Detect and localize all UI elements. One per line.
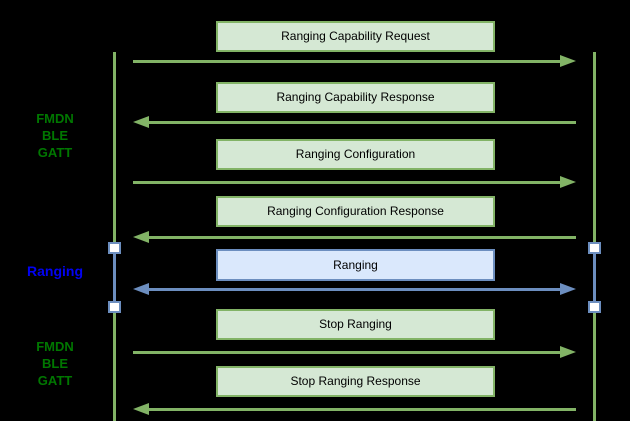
arrow-shaft bbox=[133, 351, 562, 354]
arrowhead-left bbox=[133, 403, 149, 415]
arrow-ranging-capability-response bbox=[133, 116, 576, 128]
message-box-stop-ranging-response: Stop Ranging Response bbox=[216, 366, 495, 397]
message-box-ranging-configuration: Ranging Configuration bbox=[216, 139, 495, 170]
arrow-ranging-bidirectional bbox=[133, 283, 576, 295]
arrow-ranging-capability-request bbox=[133, 55, 576, 67]
arrow-stop-ranging-response bbox=[133, 403, 576, 415]
activation-marker-right-bottom bbox=[588, 301, 601, 313]
protocol-label-line: GATT bbox=[37, 373, 73, 388]
message-box-ranging-configuration-response: Ranging Configuration Response bbox=[216, 196, 495, 227]
arrowhead-right bbox=[560, 346, 576, 358]
lifeline-right-gatt-top bbox=[593, 52, 596, 242]
protocol-label-fmdn-ble-gatt-bottom: FMDN BLE GATT bbox=[5, 338, 105, 389]
lifeline-left-gatt-bottom bbox=[113, 313, 116, 421]
arrow-stop-ranging bbox=[133, 346, 576, 358]
arrow-shaft bbox=[133, 181, 562, 184]
protocol-label-ranging: Ranging bbox=[5, 263, 105, 280]
arrow-ranging-configuration bbox=[133, 176, 576, 188]
lifeline-left-ranging bbox=[113, 254, 116, 301]
arrowhead-left bbox=[133, 231, 149, 243]
arrow-shaft bbox=[147, 236, 576, 239]
protocol-label-fmdn-ble-gatt-top: FMDN BLE GATT bbox=[5, 110, 105, 161]
arrow-shaft bbox=[147, 408, 576, 411]
arrowhead-left bbox=[133, 116, 149, 128]
protocol-label-line: Ranging bbox=[27, 263, 83, 279]
lifeline-right-gatt-bottom bbox=[593, 313, 596, 421]
arrow-ranging-configuration-response bbox=[133, 231, 576, 243]
arrowhead-right bbox=[560, 283, 576, 295]
lifeline-left-gatt-top bbox=[113, 52, 116, 242]
lifeline-right-ranging bbox=[593, 254, 596, 301]
arrow-shaft bbox=[147, 121, 576, 124]
arrowhead-right bbox=[560, 176, 576, 188]
activation-marker-right-top bbox=[588, 242, 601, 254]
message-box-ranging-capability-request: Ranging Capability Request bbox=[216, 21, 495, 52]
activation-marker-left-bottom bbox=[108, 301, 121, 313]
protocol-label-line: FMDN bbox=[36, 339, 74, 354]
protocol-label-line: GATT bbox=[37, 145, 73, 160]
arrowhead-left bbox=[133, 283, 149, 295]
message-box-ranging-capability-response: Ranging Capability Response bbox=[216, 82, 495, 113]
protocol-label-line: BLE bbox=[42, 356, 68, 371]
message-box-ranging: Ranging bbox=[216, 249, 495, 281]
protocol-label-line: FMDN bbox=[36, 111, 74, 126]
message-box-stop-ranging: Stop Ranging bbox=[216, 309, 495, 340]
activation-marker-left-top bbox=[108, 242, 121, 254]
arrow-shaft bbox=[147, 288, 562, 291]
arrow-shaft bbox=[133, 60, 562, 63]
protocol-label-line: BLE bbox=[42, 128, 68, 143]
arrowhead-right bbox=[560, 55, 576, 67]
